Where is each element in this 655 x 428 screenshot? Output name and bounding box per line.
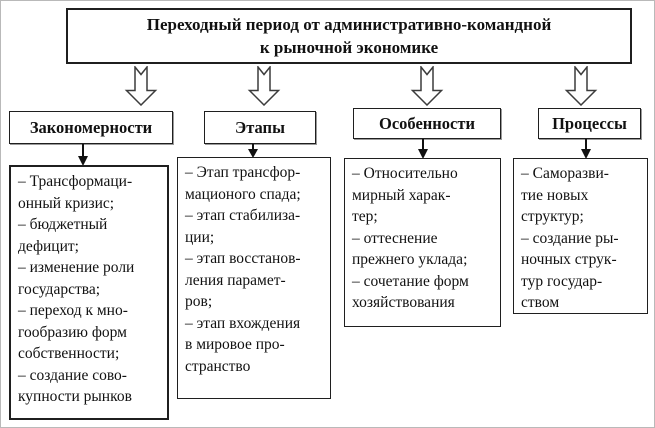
connector-arrow-icon — [581, 139, 591, 159]
detail-line: – оттеснение — [352, 229, 438, 247]
detail-line: – бюджетный — [18, 216, 108, 233]
detail-line: – Относительно — [352, 165, 458, 182]
detail-line: – этап восстанов- — [185, 250, 301, 267]
detail-line: ров; — [185, 293, 213, 310]
detail-line: – переход к мно- — [18, 302, 128, 319]
detail-line: тие новых — [521, 186, 589, 204]
detail-line: структур; — [521, 208, 584, 225]
down-block-arrow-icon — [410, 66, 444, 106]
category-box-regularities: Закономерности — [9, 111, 173, 144]
detail-line: тур государ- — [521, 272, 603, 290]
detail-line: в мировое про- — [185, 336, 285, 353]
detail-line: – Этап трансфор- — [185, 164, 301, 181]
detail-line: государства; — [18, 280, 101, 298]
title-line-1: Переходный период от административно-ком… — [146, 15, 552, 34]
title-box: Переходный период от административно-ком… — [66, 8, 632, 64]
detail-line: ции; — [185, 228, 215, 246]
details-box-stages: – Этап трансфор- мационого спада; – этап… — [177, 157, 331, 399]
detail-line: – сочетание форм — [352, 272, 469, 290]
down-block-arrow-icon — [124, 66, 158, 106]
details-box-regularities: – Трансформаци- онный кризис; – бюджетны… — [9, 165, 169, 420]
detail-line: хозяйствования — [352, 294, 455, 311]
title-line-2: к рыночной экономике — [259, 38, 439, 57]
detail-line: мационого спада; — [185, 185, 301, 203]
detail-line: тер; — [352, 208, 378, 225]
detail-line: мирный харак- — [352, 186, 451, 204]
category-label: Процессы — [552, 113, 627, 133]
category-box-stages: Этапы — [204, 111, 316, 144]
detail-line: – этап стабилиза- — [185, 207, 301, 224]
details-box-features: – Относительно мирный харак- тер; – отте… — [344, 158, 501, 327]
detail-line: дефицит; — [18, 237, 79, 255]
detail-line: онный кризис; — [18, 194, 115, 212]
connector-arrow-icon — [78, 144, 88, 166]
detail-line: купности рынков — [18, 388, 132, 405]
detail-line: – создание ры- — [521, 229, 619, 247]
detail-line: – изменение роли — [18, 259, 135, 276]
category-box-features: Особенности — [353, 108, 501, 139]
connector-arrow-icon — [248, 144, 258, 158]
detail-line: прежнего уклада; — [352, 251, 468, 268]
details-box-processes: – Саморазви- тие новых структур; – созда… — [513, 158, 648, 314]
detail-line: странство — [185, 357, 251, 375]
detail-line: ления парамет- — [185, 271, 286, 289]
detail-line: собственности; — [18, 345, 120, 362]
detail-line: гообразию форм — [18, 323, 127, 341]
detail-line: ночных струк- — [521, 251, 617, 268]
connector-arrow-icon — [418, 139, 428, 159]
category-label: Особенности — [379, 113, 475, 133]
down-block-arrow-icon — [564, 66, 598, 106]
detail-line: ством — [521, 294, 560, 311]
category-box-processes: Процессы — [538, 108, 641, 139]
category-label: Этапы — [235, 117, 285, 137]
detail-line: – создание сово- — [18, 366, 127, 384]
detail-line: – этап вхождения — [185, 314, 301, 332]
category-label: Закономерности — [29, 117, 153, 137]
detail-line: – Саморазви- — [521, 165, 609, 182]
detail-line: – Трансформаци- — [18, 173, 133, 190]
down-block-arrow-icon — [247, 66, 281, 106]
